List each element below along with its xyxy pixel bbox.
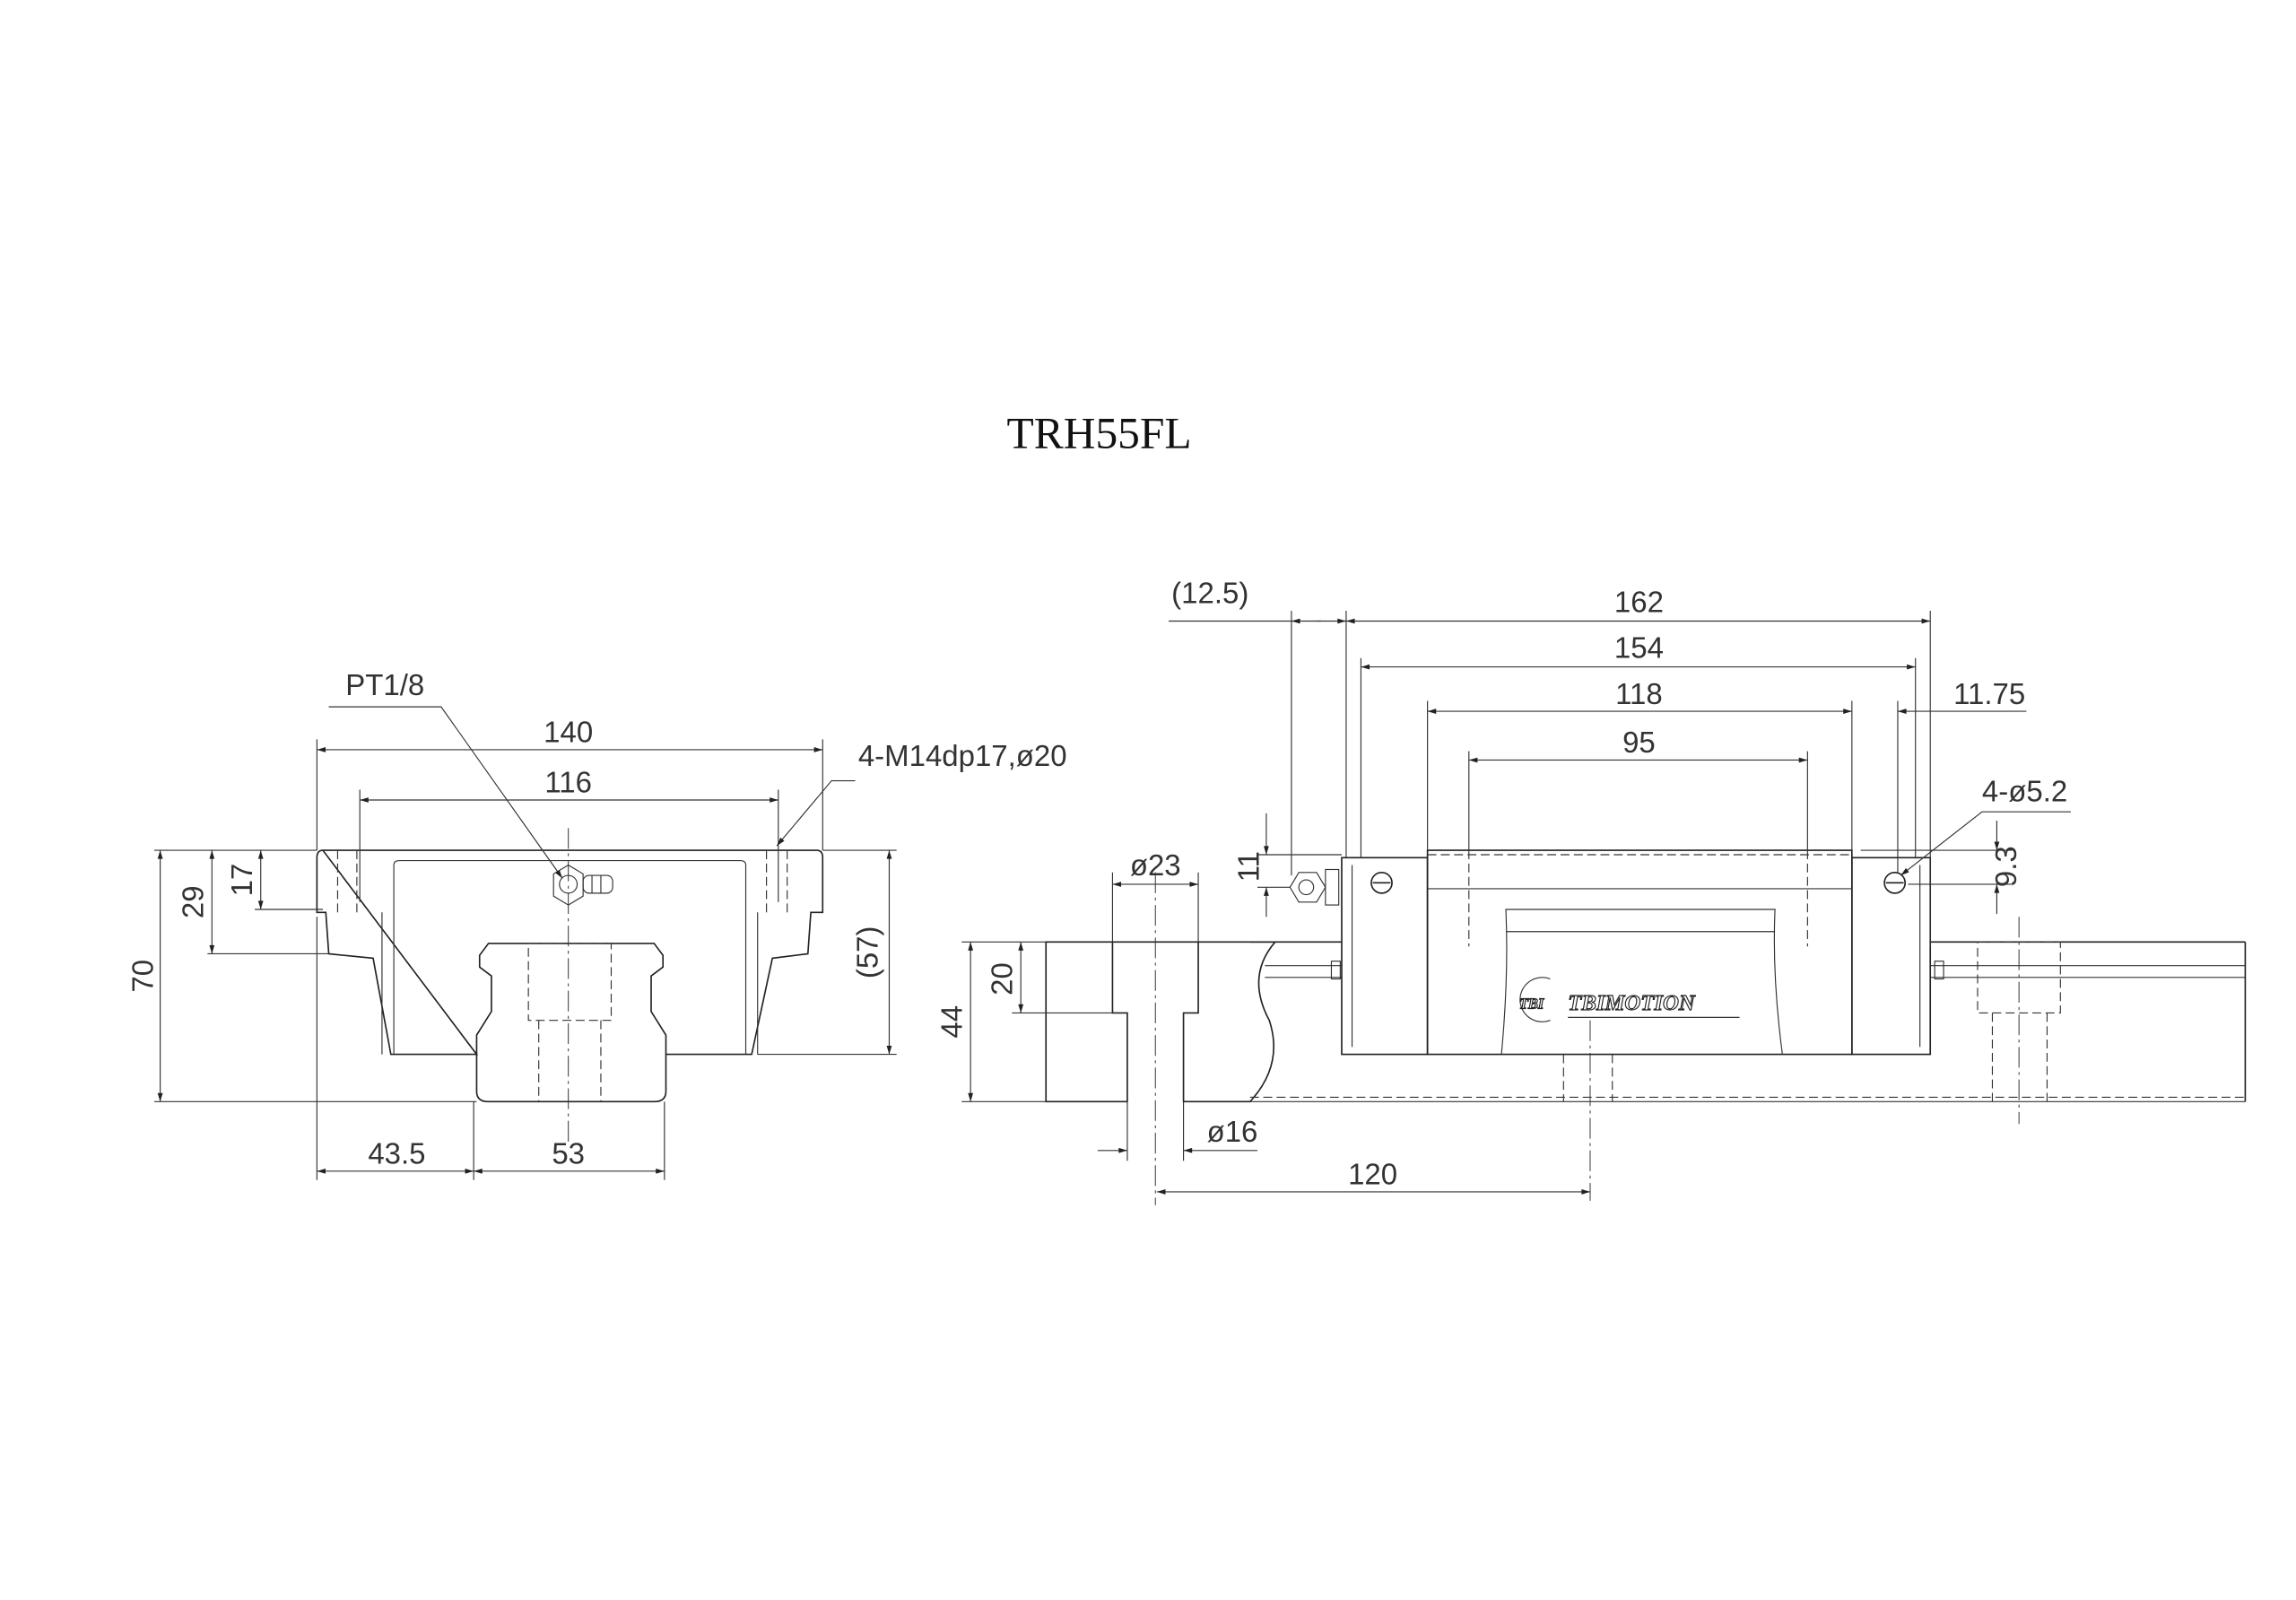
dim-116: 116 — [544, 766, 592, 799]
rail-profile — [475, 943, 667, 1103]
grease-nipple-icon — [1289, 868, 1340, 906]
dim-70: 70 — [126, 960, 159, 993]
tbimotion-logo: TBI TBIMOTION — [1518, 977, 1740, 1022]
lube-hole-left — [1370, 871, 1393, 894]
grease-nipple-icon — [552, 864, 613, 906]
dim-162: 162 — [1614, 586, 1664, 619]
end-cap-right — [1851, 857, 1932, 1056]
dim-140: 140 — [544, 716, 593, 749]
dim-dia-16: ø16 — [1207, 1115, 1258, 1148]
dim-53: 53 — [552, 1137, 585, 1170]
block-body — [1426, 849, 1853, 1056]
dim-20: 20 — [985, 962, 1018, 996]
dim-12-5: (12.5) — [1171, 577, 1248, 610]
end-cap-left — [1341, 857, 1429, 1056]
dim-11: 11 — [1232, 851, 1265, 882]
logo-text: TBIMOTION — [1568, 991, 1696, 1015]
block-outline — [316, 849, 824, 1056]
dim-43-5: 43.5 — [368, 1137, 425, 1170]
front-view: 140 116 70 29 17 (57) 43.5 53 PT1/8 4-M1… — [126, 668, 1067, 1180]
dim-17: 17 — [225, 864, 258, 897]
dim-29: 29 — [176, 885, 209, 918]
dim-118: 118 — [1615, 677, 1663, 710]
side-view: TBI TBIMOTION (12.5) 162 154 118 11.75 9… — [935, 577, 2247, 1205]
dim-dia-23: ø23 — [1130, 848, 1181, 882]
dim-57: (57) — [850, 926, 883, 979]
dim-44: 44 — [935, 1005, 968, 1039]
dim-120: 120 — [1348, 1158, 1397, 1191]
hole-label: 4-ø5.2 — [1982, 775, 2067, 808]
drawing-title: TRH55FL — [1007, 409, 1192, 458]
lube-hole-right — [1883, 871, 1907, 894]
dim-95: 95 — [1622, 726, 1656, 759]
dim-9-3: 9.3 — [1989, 846, 2022, 887]
rail-section — [1045, 941, 1277, 1103]
dim-154: 154 — [1614, 631, 1664, 665]
logo-mark: TBI — [1519, 995, 1544, 1012]
mount-hole-label: 4-M14dp17,ø20 — [858, 739, 1067, 772]
grease-port-label: PT1/8 — [345, 668, 424, 701]
dim-11-75: 11.75 — [1953, 677, 2025, 710]
